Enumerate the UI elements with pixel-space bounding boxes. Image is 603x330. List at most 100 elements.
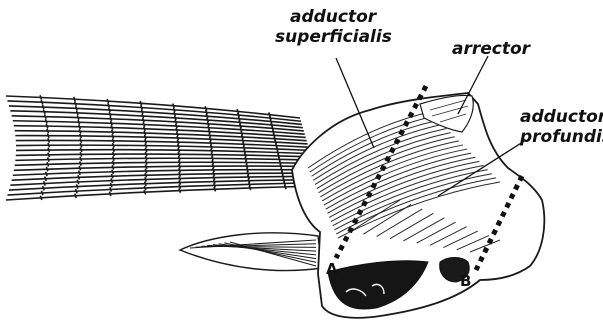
fin-ray-segment: [112, 170, 114, 174]
fin-ray-segment: [80, 143, 82, 147]
section-point-b: B: [460, 272, 471, 290]
fin-ray-segment: [75, 194, 77, 198]
label-arrector: arrector: [452, 39, 532, 59]
fin-ray-segment: [107, 99, 109, 103]
fin-ray-segment: [177, 136, 179, 140]
fin-ray-segment: [145, 177, 147, 181]
fin-ray-segment: [110, 183, 112, 187]
fin-ray-segment: [80, 152, 82, 156]
fin-ray-segment: [145, 148, 147, 152]
fin-ray-segment: [143, 118, 145, 122]
fin-ray-segment: [47, 129, 49, 133]
fin-ray-segment: [45, 176, 47, 180]
fin-ray-segment: [110, 187, 112, 191]
fin-ray-segment: [77, 111, 79, 115]
fin-ray-segment: [179, 168, 181, 172]
pectoral-fin-rays: [6, 95, 320, 200]
fin-ray: [7, 183, 319, 195]
label-adductor-profundis-2: profundis: [519, 127, 603, 147]
fin-ray-segment: [145, 169, 147, 173]
fin-ray-segment: [46, 124, 48, 128]
fin-ray-segment: [109, 108, 111, 112]
fin-ray-segment: [111, 178, 113, 182]
fin-ray-segment: [110, 117, 112, 121]
fin-ray-segment: [179, 164, 181, 168]
fin-ray-segment: [48, 157, 50, 161]
fin-ray-segment: [48, 153, 50, 157]
fin-ray-segment: [46, 167, 48, 171]
fin-ray-segment: [113, 156, 115, 160]
fin-ray-segment: [145, 156, 147, 160]
fin-ray-segment: [179, 180, 181, 184]
fin-ray-segment: [144, 190, 146, 194]
fin-ray-segment: [44, 181, 46, 185]
fin-ray-segment: [80, 138, 82, 142]
label-adductor-profundis-1: adductor: [520, 107, 603, 127]
fin-ray-segment: [178, 152, 180, 156]
fin-ray-segment: [79, 125, 81, 129]
fin-ray-segment: [77, 180, 79, 184]
section-point-a: A: [326, 260, 338, 278]
fin-ray-segment: [178, 148, 180, 152]
fin-ray-segment: [179, 188, 181, 192]
fin-ray-segment: [43, 186, 45, 190]
fin-ray-segment: [79, 166, 81, 170]
fin-ray-segment: [144, 186, 146, 190]
fin-ray-segment: [47, 162, 49, 166]
fin-ray-segment: [45, 119, 47, 123]
fin-ray-segment: [40, 196, 42, 200]
fin-ray-segment: [76, 189, 78, 193]
fin-ray-segment: [45, 114, 47, 118]
fin-ray-segment: [177, 140, 179, 144]
fin-ray-segment: [144, 126, 146, 130]
fin-ray-segment: [179, 172, 181, 176]
fin-ray-segment: [214, 187, 216, 191]
fin-ray-segment: [75, 102, 77, 106]
fin-ray-segment: [178, 144, 180, 148]
fin-ray-segment: [140, 101, 142, 105]
fin-ray: [9, 180, 318, 191]
fin-ray-segment: [145, 160, 147, 164]
fin-ray-segment: [112, 161, 114, 165]
fin-ray: [15, 162, 314, 165]
fin-ray-segment: [113, 143, 115, 147]
fin-ray-segment: [44, 110, 46, 114]
fin-ray-segment: [113, 147, 115, 151]
fin-ray-segment: [41, 100, 43, 104]
fin-ray-segment: [145, 139, 147, 143]
fin-ray-segment: [145, 173, 147, 177]
fin-ray-segment: [145, 181, 147, 185]
fin-ray: [15, 158, 312, 160]
fin-ray-segment: [142, 114, 144, 118]
fin-ray-segment: [178, 156, 180, 160]
fin-ray-segment: [176, 124, 178, 128]
fin-ray-segment: [40, 95, 42, 99]
fin-ray-segment: [112, 134, 114, 138]
fin-ray-segment: [48, 148, 50, 152]
fin-ray-segment: [175, 120, 177, 124]
fin-ray-segment: [78, 175, 80, 179]
fin-ray-segment: [79, 171, 81, 175]
lower-fin-lobe: [180, 233, 322, 271]
fin-ray-segment: [145, 135, 147, 139]
fin-ray-segment: [174, 112, 176, 116]
label-adductor-superficialis-1: adductor: [290, 7, 378, 27]
fin-ray-segment: [80, 134, 82, 138]
fin-ray-segment: [80, 161, 82, 165]
fin-ray-segment: [145, 165, 147, 169]
fin-ray-segment: [112, 139, 114, 143]
fin-ray-segment: [175, 116, 177, 120]
fin-ray-segment: [76, 184, 78, 188]
fin-ray-segment: [112, 130, 114, 134]
fin-ray-segment: [179, 160, 181, 164]
fin-ray-segment: [46, 172, 48, 176]
fin-ray-segment: [77, 115, 79, 119]
fin-ray-segment: [141, 105, 143, 109]
fin-ray-segment: [111, 174, 113, 178]
fin-ray-segment: [48, 143, 50, 147]
fin-ray: [16, 154, 312, 157]
fin-ray-segment: [42, 105, 44, 109]
fin-ray-segment: [111, 121, 113, 125]
fin-ray-segment: [112, 165, 114, 169]
